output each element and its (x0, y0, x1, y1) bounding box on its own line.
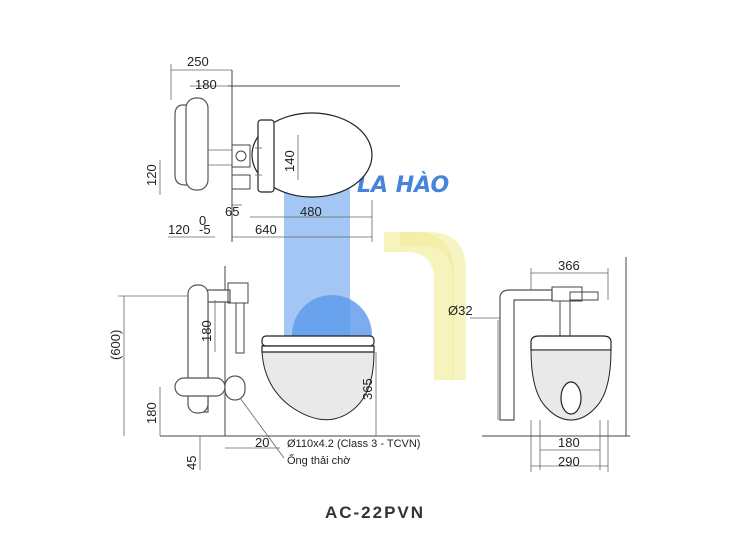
dim-250: 250 (187, 54, 209, 69)
dim-32: Ø32 (448, 303, 473, 318)
dim-140: 140 (282, 150, 297, 172)
dim-480: 480 (300, 204, 322, 219)
dim-290: 290 (558, 454, 580, 469)
pipe-spec-label: Ø110x4.2 (Class 3 - TCVN) (287, 438, 420, 450)
top-view: 250 180 120 140 65 480 120 0 -5 640 (144, 54, 400, 242)
side-view: (600) 180 365 180 45 20 Ø110x4.2 (Class … (108, 266, 420, 470)
dim-0: 0 (199, 213, 206, 228)
dim-365: 365 (360, 378, 375, 400)
dim-180-side-lower: 180 (144, 402, 159, 424)
dim-366: 366 (558, 258, 580, 273)
dim-120-horizontal: 120 (168, 222, 190, 237)
dim-20: 20 (255, 435, 269, 450)
dim-180-front: 180 (558, 435, 580, 450)
dim-65: 65 (225, 204, 239, 219)
pipe-note-label: Ống thải chờ (287, 453, 350, 467)
watermark-text: LA HÀO (357, 172, 449, 198)
dim-180-top: 180 (195, 77, 217, 92)
model-number: AC-22PVN (324, 503, 426, 522)
dim-45: 45 (184, 456, 199, 470)
dim-640: 640 (255, 222, 277, 237)
dim-120-vertical: 120 (144, 164, 159, 186)
dim-minus-5: -5 (199, 222, 211, 237)
dim-180-side-upper: 180 (199, 320, 214, 342)
front-view: 366 Ø32 180 290 (448, 257, 630, 472)
dim-600: (600) (108, 330, 123, 360)
